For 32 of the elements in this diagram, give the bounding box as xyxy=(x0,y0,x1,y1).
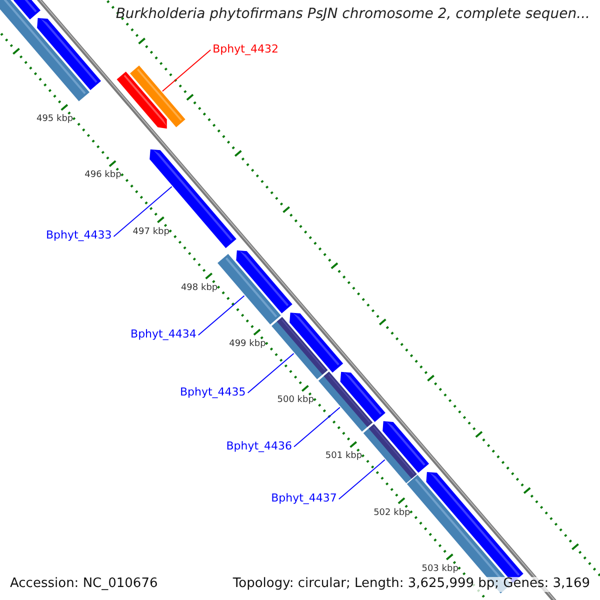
gene-label: Bphyt_4434 xyxy=(130,328,196,342)
leader-line xyxy=(198,295,245,336)
leader-line xyxy=(113,186,172,237)
gene-feature xyxy=(150,149,236,248)
gene-feature xyxy=(382,421,430,473)
gene-label: Bphyt_4437 xyxy=(271,492,337,506)
scale-label: 500 kbp xyxy=(277,395,314,406)
gene-label: Bphyt_4433 xyxy=(46,230,112,243)
scale-label: 501 kbp xyxy=(325,451,362,462)
gene-feature xyxy=(236,250,292,314)
scale-label: 497 kbp xyxy=(132,226,170,237)
gene-label: Bphyt_4432 xyxy=(212,44,278,56)
scale-label: 495 kbp xyxy=(36,114,74,124)
gene-label: Bphyt_4436 xyxy=(226,440,292,454)
scale-label: 499 kbp xyxy=(229,338,266,350)
gene-feature xyxy=(340,372,386,422)
title: Burkholderia phytofirmans PsJN chromosome 2, complete sequen... xyxy=(116,6,590,22)
footer-text: Topology: circular; Length: 3,625,999 bp; Genes: 3,169 xyxy=(232,577,590,592)
scale-label: 502 kbp xyxy=(374,507,410,518)
leader-line xyxy=(247,353,294,394)
gene-label: Bphyt_4435 xyxy=(180,386,246,400)
gene-feature xyxy=(14,0,40,20)
scale-label: 496 kbp xyxy=(84,170,122,181)
leader-line xyxy=(162,49,212,92)
scale-label: 498 kbp xyxy=(180,282,218,294)
footer-text: Accession: NC_010676 xyxy=(10,577,158,592)
gene-bar xyxy=(0,0,90,102)
gene-feature xyxy=(290,312,344,373)
scale-label: 503 kbp xyxy=(422,564,458,574)
gene-feature xyxy=(37,18,102,90)
gene-feature xyxy=(116,72,167,129)
leader-line xyxy=(294,406,340,448)
